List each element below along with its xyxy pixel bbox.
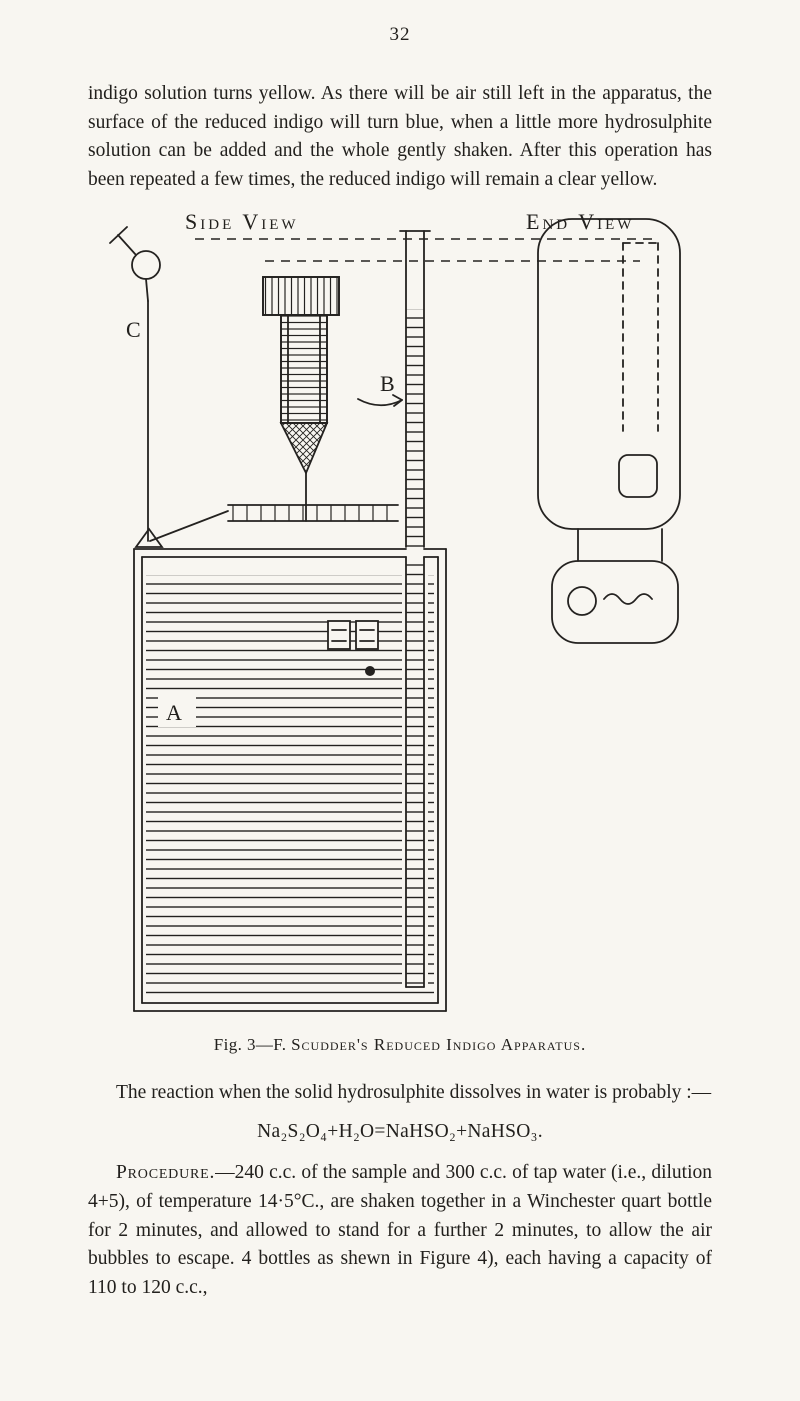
liquid-hatching [146,574,434,997]
stopcock-icon [109,225,161,302]
procedure-label: Procedure. [116,1162,216,1184]
label-a: A [166,700,182,725]
reaction-paragraph: The reaction when the solid hydrosulphit… [116,1081,712,1103]
corrugated-tube-lower [402,555,428,989]
stand-rod [134,299,229,548]
reservoir-vessel [133,547,447,1012]
side-view-label: Side View [185,209,299,234]
clamp-block [262,275,340,316]
apparatus-diagram: Side View End View [109,209,681,1012]
corrugated-tube-upper [399,229,431,548]
tube-pointer-arrow [357,393,403,407]
end-view-drawing [537,217,681,644]
label-c: C [126,317,141,342]
support-ledge [227,503,399,522]
side-view-drawing [109,225,447,1012]
chemical-formula: Na₂S₂O₄+H₂O=NaHSO₂+NaHSO₃. [257,1121,543,1143]
figure: Side View End View [0,209,800,1029]
procedure-paragraph: Procedure.—240 c.c. of the sample and 30… [88,1159,712,1302]
end-view-label: End View [526,209,634,234]
water-level-wave [603,592,653,605]
end-view-tube-and-water [551,559,679,644]
dropping-funnel [279,313,329,522]
end-view-bottle [537,217,681,562]
tube-end-circle [567,585,597,616]
label-a-backing [158,692,196,727]
intro-paragraph: indigo solution turns yellow. As there w… [88,83,712,190]
caption-prefix: Fig. 3—F. [213,1034,292,1054]
procedure-text: —240 c.c. of the sample and 300 c.c. of … [88,1162,712,1298]
bracket-clamps [327,619,379,676]
page-number: 32 [389,24,411,45]
label-b: B [380,371,395,396]
junction-dot [365,665,375,676]
caption-title: Scudder's Reduced Indigo Apparatus. [291,1034,587,1054]
figure-caption: Fig. 3—F. Scudder's Reduced Indigo Appar… [0,1035,800,1055]
